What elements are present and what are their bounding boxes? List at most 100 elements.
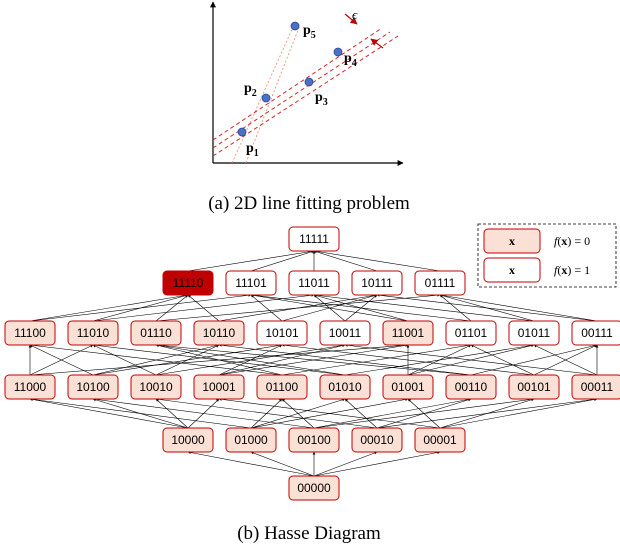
hasse-node: 00001 <box>414 427 466 453</box>
hasse-node-box <box>288 226 340 252</box>
legend-box-f0 <box>483 228 541 254</box>
point-marker <box>237 127 247 137</box>
fit-band-upper <box>212 27 383 141</box>
hasse-edge <box>439 293 598 322</box>
hasse-edge <box>29 343 283 376</box>
hasse-edge <box>313 451 441 477</box>
hasse-node-label: 10000 <box>171 433 205 447</box>
caption-b: (b) Hasse Diagram <box>237 523 381 544</box>
hasse-node-box <box>508 320 560 346</box>
hasse-node: 01101 <box>445 320 497 346</box>
hasse-node-label: 01001 <box>391 380 425 394</box>
hasse-node-box <box>225 270 277 296</box>
hasse-node: 00101 <box>508 374 560 400</box>
hasse-node-box <box>162 270 214 296</box>
hasse-node: 01111 <box>414 270 466 296</box>
hasse-node: 00100 <box>288 427 340 453</box>
hasse-edge <box>250 293 472 322</box>
hasse-node: 00011 <box>571 374 620 400</box>
hasse-node: 10001 <box>193 374 245 400</box>
point-marker <box>333 47 343 57</box>
legend-f1-text: f(x) = 1 <box>554 263 590 277</box>
hasse-node-label: 01101 <box>455 326 488 340</box>
hasse-edge <box>218 343 472 376</box>
hasse-node: 01100 <box>256 374 308 400</box>
hasse-node-box <box>162 427 214 453</box>
hasse-node: 11001 <box>382 320 434 346</box>
hasse-node: 11101 <box>225 270 277 296</box>
hasse-edge <box>92 343 346 376</box>
hasse-node-label: 00110 <box>455 380 488 394</box>
hasse-edge <box>376 293 598 322</box>
hasse-edge <box>29 344 94 376</box>
hasse-node-label: 10110 <box>203 326 236 340</box>
legend: x f(x) = 0 x f(x) = 1 <box>477 223 617 288</box>
hasse-node: 01110 <box>130 320 182 346</box>
hasse-edge <box>29 398 189 429</box>
point-label: p5 <box>303 23 316 41</box>
hasse-node-label: 00101 <box>517 380 551 394</box>
hasse-node-box <box>256 374 308 400</box>
hasse-node-label: 01011 <box>518 326 551 340</box>
hasse-node: 10100 <box>67 374 119 400</box>
hasse-node: 10111 <box>351 270 403 296</box>
point-marker <box>261 93 271 103</box>
hasse-node: 10101 <box>256 320 308 346</box>
hasse-edge <box>344 343 598 376</box>
hasse-node: 01001 <box>382 374 434 400</box>
hasse-node: 11100 <box>4 320 56 346</box>
hasse-edge <box>470 344 598 376</box>
hasse-edge <box>155 343 472 376</box>
hasse-node: 10110 <box>193 320 245 346</box>
hasse-edge <box>313 249 441 272</box>
legend-frame <box>477 223 617 288</box>
hasse-edge <box>281 343 535 376</box>
hasse-node-label: 10101 <box>265 326 299 340</box>
hasse-node-box <box>571 374 620 400</box>
hasse-edge <box>439 398 598 429</box>
hasse-node-box <box>571 320 620 346</box>
epsilon-arrow-bottom <box>370 38 384 49</box>
hasse-node: 00000 <box>288 475 340 501</box>
hasse-node: 00110 <box>445 374 497 400</box>
hasse-node-box <box>67 320 119 346</box>
hasse-node-label: 00000 <box>297 481 331 495</box>
hasse-node-box <box>256 320 308 346</box>
hasse-node-box <box>67 374 119 400</box>
hasse-node-box <box>288 427 340 453</box>
hasse-node-box <box>225 427 277 453</box>
hasse-node-label: 11100 <box>14 326 46 340</box>
hasse-edge <box>92 397 315 429</box>
legend-f0-text: f(x) = 0 <box>554 234 590 248</box>
point-marker <box>304 77 314 87</box>
hasse-edge <box>155 397 378 429</box>
hasse-node: 01011 <box>508 320 560 346</box>
hasse-node-box <box>288 475 340 501</box>
hasse-node-box <box>193 374 245 400</box>
hasse-edge <box>155 343 346 376</box>
legend-box-f1 <box>483 257 541 283</box>
hasse-node-label: 11101 <box>235 276 267 290</box>
hasse-node: 01000 <box>225 427 277 453</box>
hasse-edge <box>344 398 378 429</box>
hasse-edge <box>155 344 220 376</box>
hasse-node: 10000 <box>162 427 214 453</box>
hasse-node-label: 01100 <box>266 380 299 394</box>
hasse-node-box <box>193 320 245 346</box>
hasse-node-label: 10010 <box>139 380 173 394</box>
hasse-node-label: 00100 <box>297 433 331 447</box>
hasse-edge <box>313 451 378 477</box>
hasse-node-box <box>351 427 403 453</box>
hasse-node: 11110 <box>162 270 214 296</box>
hasse-node-label: 00001 <box>423 433 457 447</box>
epsilon-arrow-top <box>344 13 358 25</box>
hasse-edge <box>281 398 315 429</box>
hasse-node-label: 11010 <box>77 326 110 340</box>
hasse-edge <box>187 294 220 322</box>
hasse-node-label: 10011 <box>329 326 362 340</box>
hasse-node-box <box>382 374 434 400</box>
hasse-node-box <box>319 320 371 346</box>
guide-line-right <box>245 24 301 164</box>
hasse-edge <box>439 398 535 429</box>
hasse-edge <box>29 397 252 429</box>
